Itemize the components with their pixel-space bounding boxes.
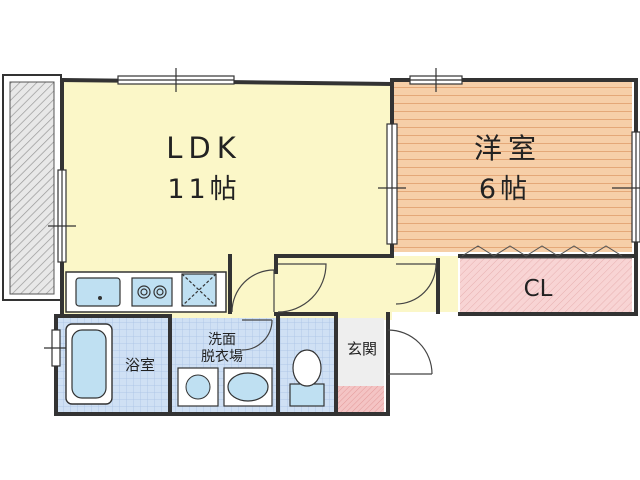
gas-stove-icon xyxy=(131,277,173,307)
ldk-name: LDK xyxy=(166,131,242,165)
sliding-window-icon xyxy=(44,68,640,367)
kitchen-sink-icon xyxy=(75,277,121,307)
kitchen-counter xyxy=(65,271,227,313)
refrigerator-space-icon xyxy=(181,273,217,307)
entrance-step xyxy=(338,386,384,412)
bathtub-icon xyxy=(65,323,113,405)
door-swing-icon xyxy=(231,263,437,375)
washroom-label-line1: 洗面 xyxy=(208,332,236,348)
western-room-floor xyxy=(392,82,632,252)
bathroom-label: 浴室 xyxy=(125,356,155,374)
washing-machine-drain-icon xyxy=(177,367,219,407)
toilet-icon xyxy=(289,349,325,407)
ldk-size: 11帖 xyxy=(167,174,240,205)
washroom-label-line2: 脱衣場 xyxy=(201,349,243,365)
entrance-floor xyxy=(338,318,384,386)
closet-floor xyxy=(460,258,632,312)
western-room-name: 洋室 xyxy=(474,132,542,165)
western-room-size: 6帖 xyxy=(479,174,531,205)
closet-folding-doors xyxy=(460,245,632,259)
entrance-label: 玄関 xyxy=(347,340,377,358)
closet-label: CL xyxy=(524,276,553,302)
washbasin-icon xyxy=(223,367,273,407)
balcony xyxy=(2,74,62,301)
